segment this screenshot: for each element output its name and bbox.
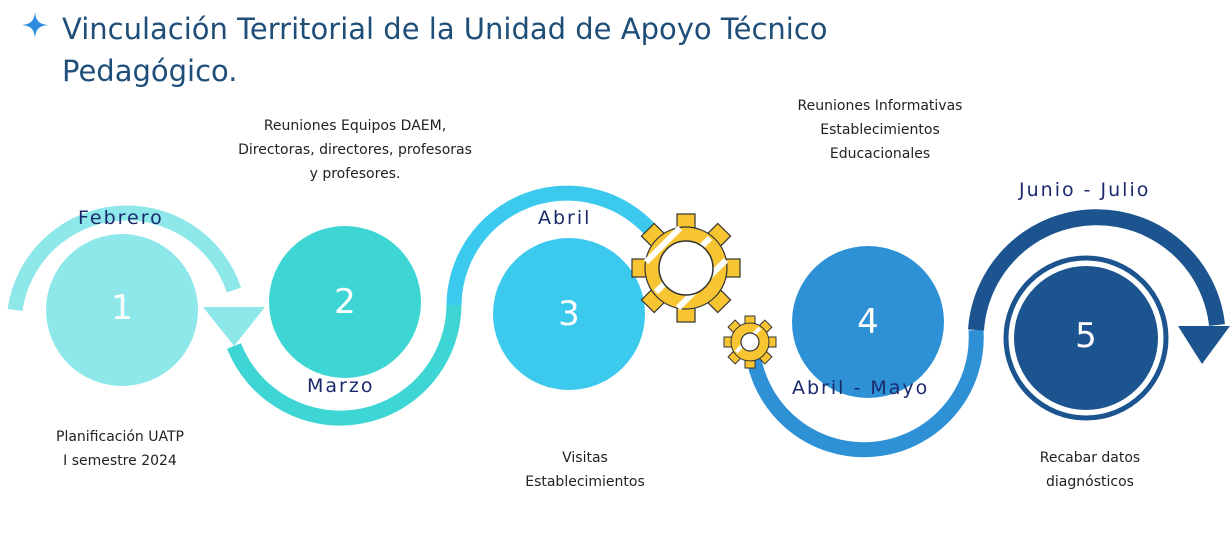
step-3-description: Visitas Establecimientos [495,446,675,494]
step-1-arrowhead [203,307,265,346]
step-3-number: 3 [558,294,580,334]
step-1-number: 1 [111,288,133,328]
step-5-arc [968,209,1225,331]
step-2-description-line: Directoras, directores, profesoras [238,142,472,158]
step-3-description-line: Establecimientos [525,474,645,490]
step-2-description: Reuniones Equipos DAEM, Directoras, dire… [200,114,510,186]
four-point-star-icon [22,12,48,38]
gear-small-icon [723,315,777,369]
step-4-description: Reuniones Informativas Establecimientos … [765,94,995,166]
step-5-description-line: Recabar datos [1039,450,1141,466]
step-5-number: 5 [1075,316,1097,356]
step-3-description-line: Visitas [562,450,608,466]
step-2-description-line: y profesores. [309,166,401,182]
step-4-description-line: Educacionales [829,146,931,162]
page-title: Vinculación Territorial de la Unidad de … [62,8,882,92]
step-5-month: Junio - Julio [1019,179,1151,201]
step-2-month: Marzo [307,375,375,397]
step-4-description-line: Establecimientos [820,122,940,138]
step-4-description-line: Reuniones Informativas [797,98,963,114]
step-1-circle [46,234,198,386]
step-3-circle [493,238,645,390]
step-1-description: Planificación UATP I semestre 2024 [30,425,210,473]
step-3-month: Abril [538,207,592,229]
step-5-arrowhead [1178,326,1230,364]
step-4-arc [744,329,984,458]
step-5-circle [1014,266,1158,410]
step-2-number: 2 [334,282,356,322]
step-5-description: Recabar datos diagnósticos [1000,446,1180,494]
step-1-description-line: I semestre 2024 [63,453,177,469]
step-4-circle [792,246,944,398]
step-2-description-line: Reuniones Equipos DAEM, [263,118,447,134]
step-5-description-line: diagnósticos [1046,474,1134,490]
step-4-number: 4 [857,302,879,342]
step-1-description-line: Planificación UATP [56,429,184,445]
page-title-line-2: Pedagógico. [62,54,238,88]
step-2-circle [269,226,421,378]
step-2-arc [227,302,462,426]
step-1-arc [7,205,242,312]
gear-large-icon [631,213,741,323]
page-title-line-1: Vinculación Territorial de la Unidad de … [62,12,828,46]
step-1-month: Febrero [78,207,164,229]
step-4-month: Abril - Mayo [792,377,930,399]
